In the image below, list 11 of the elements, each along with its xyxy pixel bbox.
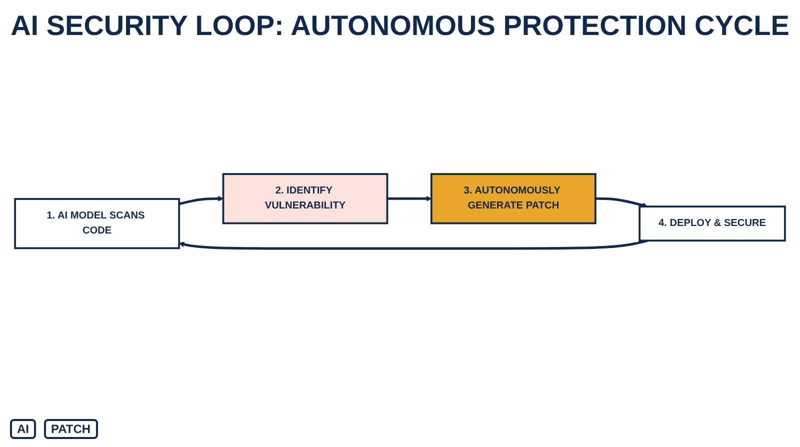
node-box: 2. IDENTIFY VULNERABILITY (222, 172, 388, 224)
arrow (387, 196, 432, 202)
title: AI SECURITY LOOP: AUTONOMOUS PROTECTION CYCLE (10, 10, 790, 42)
arrow (595, 197, 648, 208)
node-box: 4. DEPLOY & SECURE (638, 205, 786, 242)
icon-label: AI (10, 419, 36, 439)
node-box: 3. AUTONOMOUSLY GENERATE PATCH (430, 172, 596, 224)
arrow (178, 196, 224, 205)
arrow (178, 239, 648, 250)
node-box: 1. AI MODEL SCANS CODE (14, 198, 180, 249)
icon-label: PATCH (44, 419, 98, 439)
